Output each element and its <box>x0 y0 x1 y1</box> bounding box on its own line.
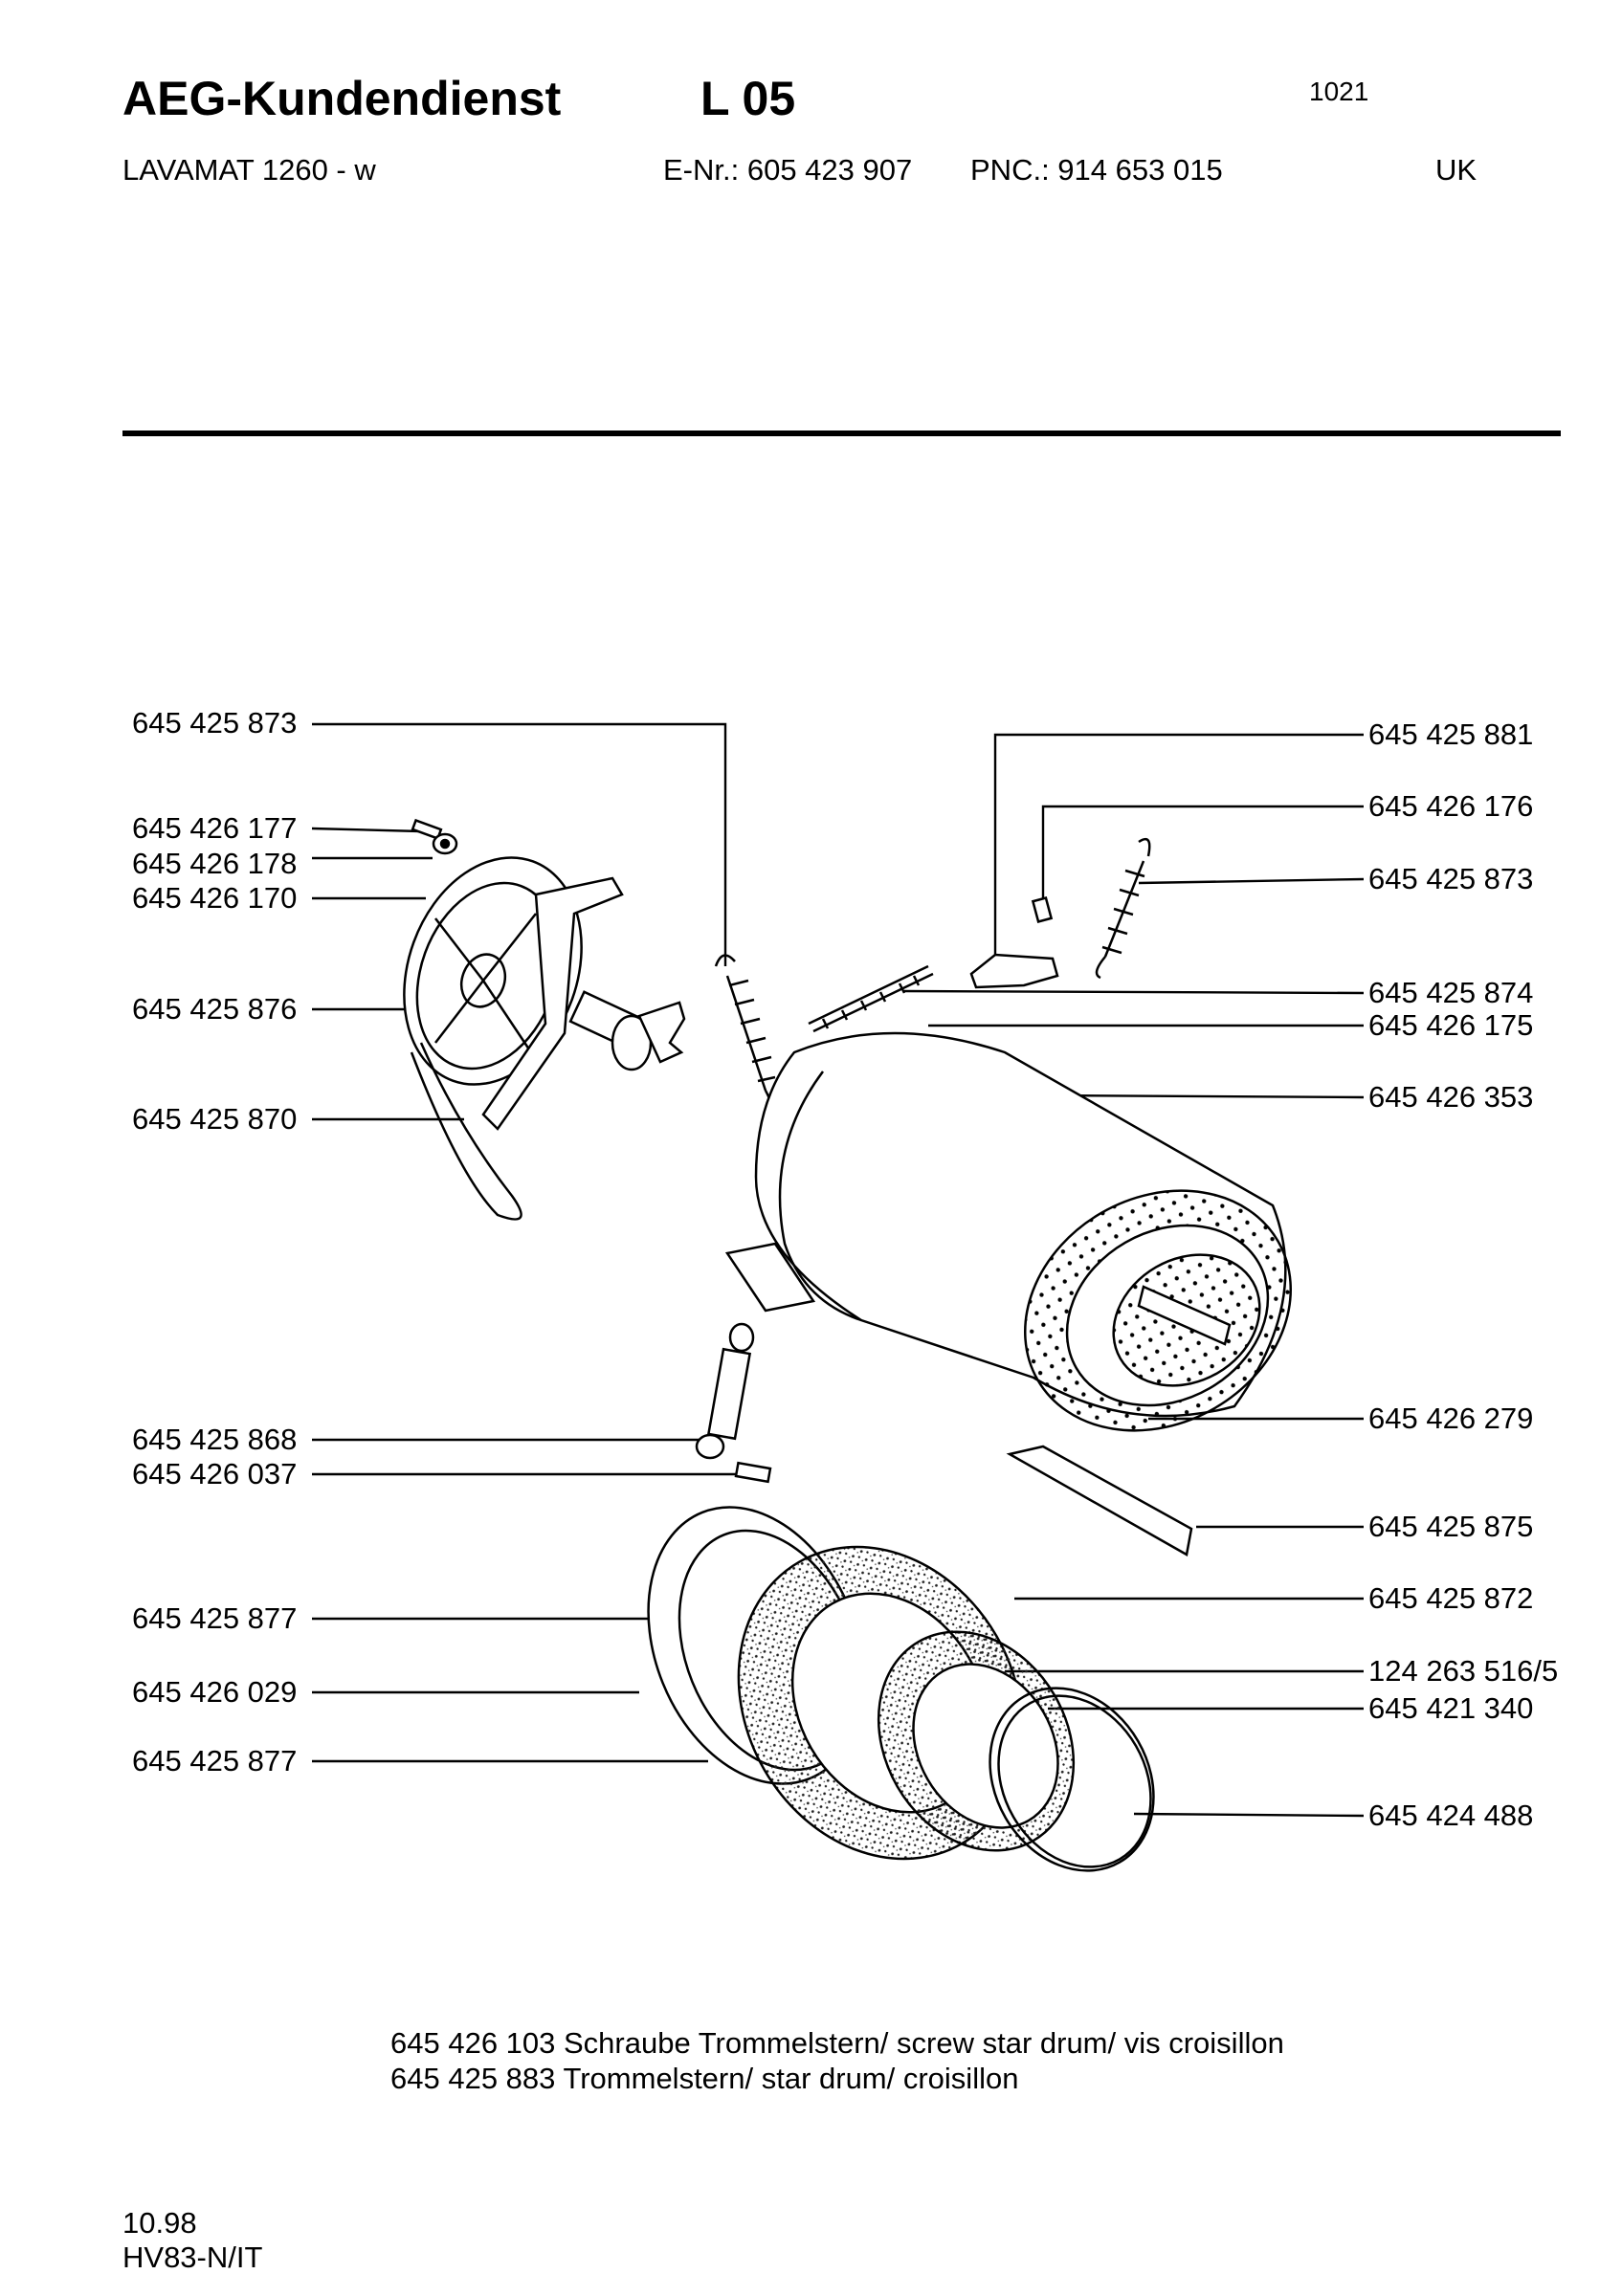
brand-title: AEG-Kundendienst <box>122 72 562 125</box>
part-label: 645 426 353 <box>1368 1080 1534 1114</box>
part-label: 645 425 873 <box>132 706 298 740</box>
part-label: 645 426 176 <box>1368 789 1534 823</box>
part-label: 645 425 876 <box>132 992 298 1026</box>
header-divider <box>122 430 1561 436</box>
part-label: 645 426 175 <box>1368 1008 1534 1042</box>
group-code: L 05 <box>700 72 796 125</box>
parts-note: 645 426 103 Schraube Trommelstern/ screw… <box>390 2026 1284 2060</box>
footer-code: HV83-N/IT <box>122 2241 263 2274</box>
part-label: 645 425 877 <box>132 1744 298 1777</box>
front-assembly-drawing <box>647 1506 1155 1872</box>
pnc-number: PNC.: 914 653 015 <box>970 153 1223 187</box>
part-label: 645 426 029 <box>132 1675 298 1709</box>
spring-drawings <box>714 837 1151 1112</box>
tub-drum-drawing <box>724 1031 1292 1432</box>
model-name: LAVAMAT 1260 - w <box>122 153 376 187</box>
part-label: 645 424 488 <box>1368 1799 1534 1832</box>
market-code: UK <box>1435 153 1478 187</box>
part-label: 645 425 874 <box>1368 976 1534 1009</box>
footer-date: 10.98 <box>122 2206 197 2240</box>
part-label: 645 425 870 <box>132 1102 298 1136</box>
screw-washer-drawing <box>411 818 458 855</box>
part-label: 645 425 875 <box>1368 1510 1534 1543</box>
pulley-wheel-drawing <box>403 856 686 1221</box>
part-label: 645 426 178 <box>132 847 298 880</box>
part-label: 124 263 516/5 <box>1368 1654 1559 1688</box>
part-label: 645 426 170 <box>132 881 298 915</box>
parts-note: 645 425 883 Trommelstern/ star drum/ cro… <box>390 2062 1019 2095</box>
page-number: 1021 <box>1309 77 1369 106</box>
part-label: 645 426 177 <box>132 811 298 845</box>
part-label: 645 425 868 <box>132 1423 298 1456</box>
weight-bar-drawing <box>1006 1445 1193 1556</box>
part-label: 645 425 877 <box>132 1601 298 1635</box>
shock-absorber-drawing <box>695 1322 772 1484</box>
part-label: 645 421 340 <box>1368 1691 1534 1725</box>
part-label: 645 426 037 <box>132 1457 298 1490</box>
e-number: E-Nr.: 605 423 907 <box>663 153 913 187</box>
part-label: 645 425 881 <box>1368 718 1534 751</box>
bracket-drawing <box>969 896 1059 989</box>
part-label: 645 426 279 <box>1368 1402 1534 1435</box>
part-label: 645 425 872 <box>1368 1581 1534 1615</box>
part-label: 645 425 873 <box>1368 862 1534 895</box>
